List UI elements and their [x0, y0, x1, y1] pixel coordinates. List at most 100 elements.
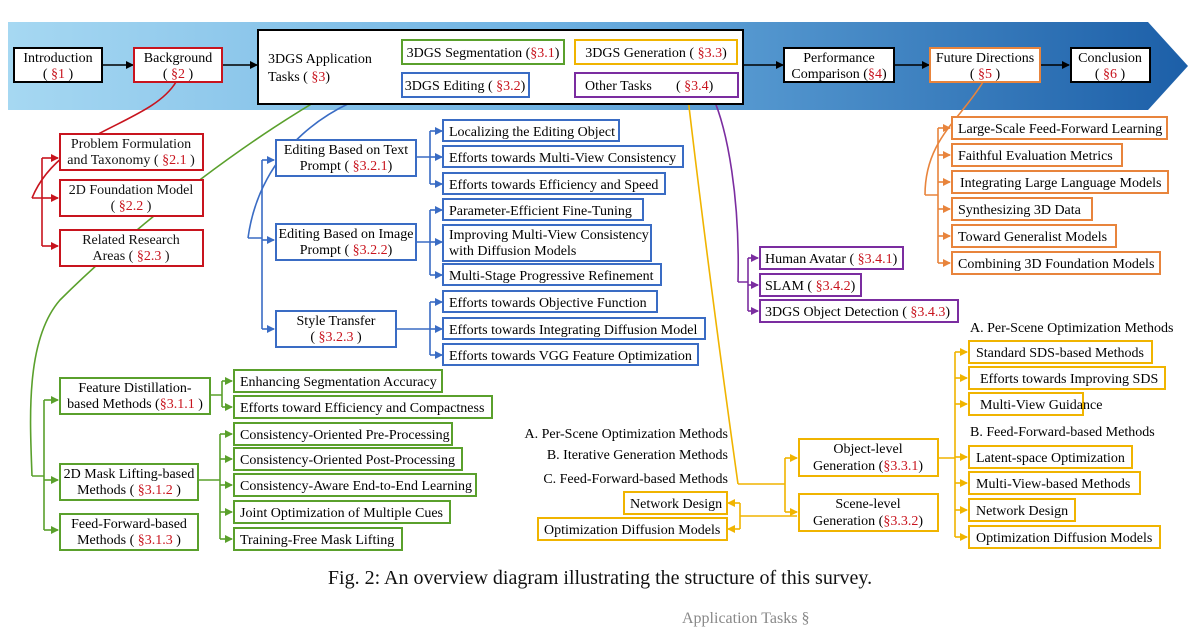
- bg-item-problem-formulation: Problem Formulation and Taxonomy ( §2.1 …: [59, 133, 204, 171]
- gen-leaf-opt-diffusion-left: Optimization Diffusion Models: [537, 517, 728, 541]
- intro-title: Introduction: [23, 51, 92, 66]
- svg-text:Areas ( §2.3 ): Areas ( §2.3 ): [93, 249, 170, 264]
- cutoff-text: Application Tasks §: [682, 610, 810, 627]
- svg-text:Synthesizing 3D Data: Synthesizing 3D Data: [958, 203, 1082, 218]
- connector-style-items: [397, 302, 431, 355]
- gen-leaf-network-design-left: Network Design: [623, 491, 728, 515]
- svg-text:Style Transfer: Style Transfer: [297, 314, 376, 329]
- svg-text:Related Research: Related Research: [82, 233, 180, 248]
- svg-text:Efforts towards VGG Feature Op: Efforts towards VGG Feature Optimization: [449, 349, 692, 364]
- gen-right-header-a: A. Per-Scene Optimization Methods: [970, 321, 1173, 336]
- intro-ref: §1: [51, 67, 65, 82]
- svg-text:Efforts towards Multi-View Con: Efforts towards Multi-View Consistency: [449, 151, 676, 166]
- svg-text:Methods ( §3.1.2 ): Methods ( §3.1.2 ): [77, 483, 181, 498]
- svg-text:Toward Generalist Models: Toward Generalist Models: [958, 230, 1107, 245]
- edit-leaf-integrating-diffusion: Efforts towards Integrating Diffusion Mo…: [442, 317, 706, 340]
- svg-text:( §2 ): ( §2 ): [163, 67, 194, 82]
- gen-leaf-multi-view-guidance: Multi-View Guidance: [968, 392, 1102, 416]
- node-generation: 3DGS Generation ( §3.3): [574, 39, 738, 65]
- svg-text:Improving Multi-View Consisten: Improving Multi-View Consistency: [449, 228, 649, 243]
- svg-text:Large-Scale Feed-Forward Learn: Large-Scale Feed-Forward Learning: [958, 122, 1162, 137]
- conclusion-ref: §6: [1103, 67, 1117, 82]
- svg-text:Joint Optimization of Multiple: Joint Optimization of Multiple Cues: [240, 506, 443, 521]
- gen-leaf-improving-sds: Efforts towards Improving SDS: [968, 366, 1166, 390]
- gen-leaf-multi-view-based: Multi-View-based Methods: [968, 471, 1141, 495]
- other-ref: §3.4: [684, 79, 709, 94]
- svg-text:Methods ( §3.1.3 ): Methods ( §3.1.3 ): [77, 533, 181, 548]
- figure-caption: Fig. 2: An overview diagram illustrating…: [327, 567, 873, 589]
- svg-text:Editing Based on Image: Editing Based on Image: [279, 227, 414, 242]
- gen-plain-a: A. Per-Scene Optimization Methods: [525, 427, 728, 442]
- connector-background-branches: [32, 158, 43, 246]
- future-leaf-1: Large-Scale Feed-Forward Learning: [951, 116, 1168, 140]
- node-background: Background ( §2 ): [133, 47, 223, 83]
- svg-text:Integrating Large Language Mod: Integrating Large Language Models: [960, 176, 1162, 191]
- svg-text:Generation (§3.3.2): Generation (§3.3.2): [813, 514, 923, 529]
- svg-text:based Methods (§3.1.1 ): based Methods (§3.1.1 ): [67, 397, 203, 412]
- node-performance: Performance Comparison (§4): [783, 47, 895, 83]
- svg-text:Enhancing Segmentation Accurac: Enhancing Segmentation Accuracy: [240, 375, 437, 390]
- node-segmentation: 3DGS Segmentation (§3.1): [401, 39, 565, 65]
- svg-text:Optimization Diffusion Models: Optimization Diffusion Models: [976, 531, 1152, 546]
- svg-text:( §6 ): ( §6 ): [1095, 67, 1126, 82]
- other-leaf-human-avatar: Human Avatar ( §3.4.1): [759, 246, 904, 270]
- connector-text-items: [417, 131, 431, 184]
- svg-text:Prompt ( §3.2.2): Prompt ( §3.2.2): [300, 243, 393, 258]
- background-ref: §2: [171, 67, 185, 82]
- other-leaf-slam: SLAM ( §3.4.2): [759, 273, 862, 297]
- edit-node-text-prompt: Editing Based on Text Prompt ( §3.2.1): [275, 139, 417, 177]
- future-leaf-6: Combining 3D Foundation Models: [951, 251, 1161, 275]
- svg-text:Feature Distillation-: Feature Distillation-: [78, 381, 191, 396]
- edit-ref: §3.2: [496, 79, 521, 94]
- svg-text:Prompt ( §3.2.1): Prompt ( §3.2.1): [300, 159, 393, 174]
- connector-image-items: [417, 210, 431, 275]
- connector-scene-left: [739, 503, 797, 529]
- svg-text:Object-level: Object-level: [833, 442, 902, 457]
- other-leaf-object-detection: 3DGS Object Detection ( §3.4.3): [759, 299, 959, 323]
- edit-leaf-objective: Efforts towards Objective Function: [442, 290, 658, 313]
- future-leaf-2: Faithful Evaluation Metrics: [951, 143, 1123, 167]
- apps-title: 3DGS Application: [268, 52, 372, 67]
- svg-text:Efforts towards Integrating Di: Efforts towards Integrating Diffusion Mo…: [449, 323, 697, 338]
- connector-editing-branches: [248, 160, 263, 329]
- seg-leaf-training-free: Training-Free Mask Lifting: [233, 527, 403, 551]
- svg-text:with Diffusion Models: with Diffusion Models: [449, 244, 576, 259]
- seg-leaf-pre-processing: Consistency-Oriented Pre-Processing: [233, 422, 453, 446]
- edit-node-style-transfer: Style Transfer ( §3.2.3 ): [275, 310, 397, 348]
- edit-leaf-efficiency: Efforts towards Efficiency and Speed: [442, 172, 666, 195]
- svg-text:Multi-View Guidance: Multi-View Guidance: [980, 398, 1102, 413]
- svg-text:Multi-Stage Progressive Refine: Multi-Stage Progressive Refinement: [449, 269, 654, 284]
- svg-text:Problem Formulation: Problem Formulation: [71, 137, 191, 152]
- svg-text:Feed-Forward-based: Feed-Forward-based: [71, 517, 187, 532]
- svg-text:2D Foundation Model: 2D Foundation Model: [69, 183, 194, 198]
- seg-node-feed-forward: Feed-Forward-based Methods ( §3.1.3 ): [59, 513, 199, 551]
- svg-text:3DGS Object Detection ( §3.4.3: 3DGS Object Detection ( §3.4.3): [765, 305, 950, 320]
- edit-node-image-prompt: Editing Based on Image Prompt ( §3.2.2): [275, 223, 417, 261]
- connector-future: [924, 81, 984, 196]
- svg-text:( §1 ): ( §1 ): [43, 67, 74, 82]
- svg-text:Parameter-Efficient Fine-Tunin: Parameter-Efficient Fine-Tuning: [449, 204, 632, 219]
- edit-leaf-vgg: Efforts towards VGG Feature Optimization: [442, 343, 699, 366]
- svg-text:( §5 ): ( §5 ): [970, 67, 1001, 82]
- seg-leaf-joint-optimization: Joint Optimization of Multiple Cues: [233, 500, 451, 524]
- connector-future-branches: [925, 128, 939, 263]
- edit-leaf-localizing: Localizing the Editing Object: [442, 119, 620, 142]
- conclusion-title: Conclusion: [1078, 51, 1142, 66]
- svg-text:Efforts towards Efficiency and: Efforts towards Efficiency and Speed: [449, 178, 658, 193]
- node-introduction: Introduction ( §1 ): [13, 47, 103, 83]
- svg-text:Efforts towards Objective Func: Efforts towards Objective Function: [449, 296, 647, 311]
- seg-leaf-accuracy: Enhancing Segmentation Accuracy: [233, 369, 443, 393]
- svg-text:3DGS Segmentation (§3.1): 3DGS Segmentation (§3.1): [407, 46, 560, 61]
- gen-plain-c: C. Feed-Forward-based Methods: [543, 472, 728, 487]
- connector-mask-items: [198, 434, 221, 539]
- svg-text:Consistency-Oriented Pre-Proce: Consistency-Oriented Pre-Processing: [240, 428, 450, 443]
- future-ref: §5: [978, 67, 992, 82]
- future-leaf-5: Toward Generalist Models: [951, 224, 1117, 248]
- gen-right-header-b: B. Feed-Forward-based Methods: [970, 425, 1155, 440]
- svg-text:( §2.2 ): ( §2.2 ): [111, 199, 152, 214]
- svg-text:Standard SDS-based Methods: Standard SDS-based Methods: [976, 346, 1144, 361]
- perf-title: Performance: [803, 51, 875, 66]
- node-conclusion: Conclusion ( §6 ): [1070, 47, 1151, 83]
- bg-item-related-research: Related Research Areas ( §2.3 ): [59, 229, 204, 267]
